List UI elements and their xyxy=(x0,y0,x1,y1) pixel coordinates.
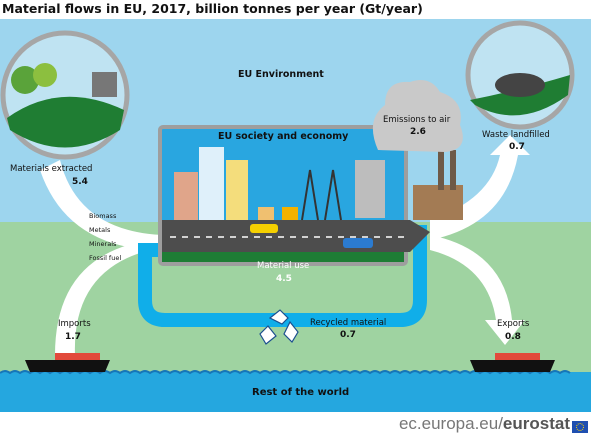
car xyxy=(343,238,373,248)
materials-extracted-label: Materials extracted xyxy=(10,164,93,174)
world-label: Rest of the world xyxy=(252,387,350,398)
recycle-icon xyxy=(259,309,299,345)
footer-site: ec.europa.eu/ xyxy=(398,414,503,433)
materials-extracted-value: 5.4 xyxy=(72,177,88,187)
material-use-value: 4.5 xyxy=(276,274,292,284)
society-label: EU society and economy xyxy=(218,131,349,142)
waste-label: Waste landfilled xyxy=(482,130,550,140)
car xyxy=(250,224,278,233)
power-pylon xyxy=(301,169,342,221)
road xyxy=(162,220,430,252)
building xyxy=(199,147,224,220)
exports-label: Exports xyxy=(497,319,530,329)
material-type-fossil-fuel: Fossil fuel xyxy=(89,254,122,262)
house xyxy=(258,207,274,220)
eu-flag-icon xyxy=(572,421,588,433)
page-title: Material flows in EU, 2017, billion tonn… xyxy=(2,1,423,16)
recycled-value: 0.7 xyxy=(340,330,356,340)
footer-logo: ec.europa.eu/eurostat xyxy=(399,414,570,434)
imports-value: 1.7 xyxy=(65,332,81,342)
export-ship xyxy=(470,360,555,372)
exports-value: 0.8 xyxy=(505,332,521,342)
recycled-label: Recycled material xyxy=(310,318,387,328)
waste-value: 0.7 xyxy=(509,142,525,152)
factory xyxy=(413,185,463,220)
house xyxy=(282,207,298,220)
building xyxy=(226,160,248,220)
emissions-label: Emissions to air xyxy=(383,115,451,125)
emissions-cloud xyxy=(372,79,463,152)
material-type-biomass: Biomass xyxy=(89,212,117,220)
material-type-metals: Metals xyxy=(89,226,111,234)
sea-area xyxy=(0,372,591,412)
imports-label: Imports xyxy=(58,319,91,329)
recycle-loop xyxy=(138,225,427,327)
environment-label: EU Environment xyxy=(238,69,324,80)
emissions-value: 2.6 xyxy=(410,127,426,137)
cooling-tower xyxy=(355,160,385,218)
garbage-bags xyxy=(495,73,545,97)
material-use-label: Material use xyxy=(257,261,310,271)
import-ship xyxy=(25,360,110,372)
building xyxy=(174,172,198,220)
material-type-minerals: Minerals xyxy=(89,240,117,248)
exports-arrow xyxy=(430,235,525,345)
footer-brand: eurostat xyxy=(502,414,570,433)
